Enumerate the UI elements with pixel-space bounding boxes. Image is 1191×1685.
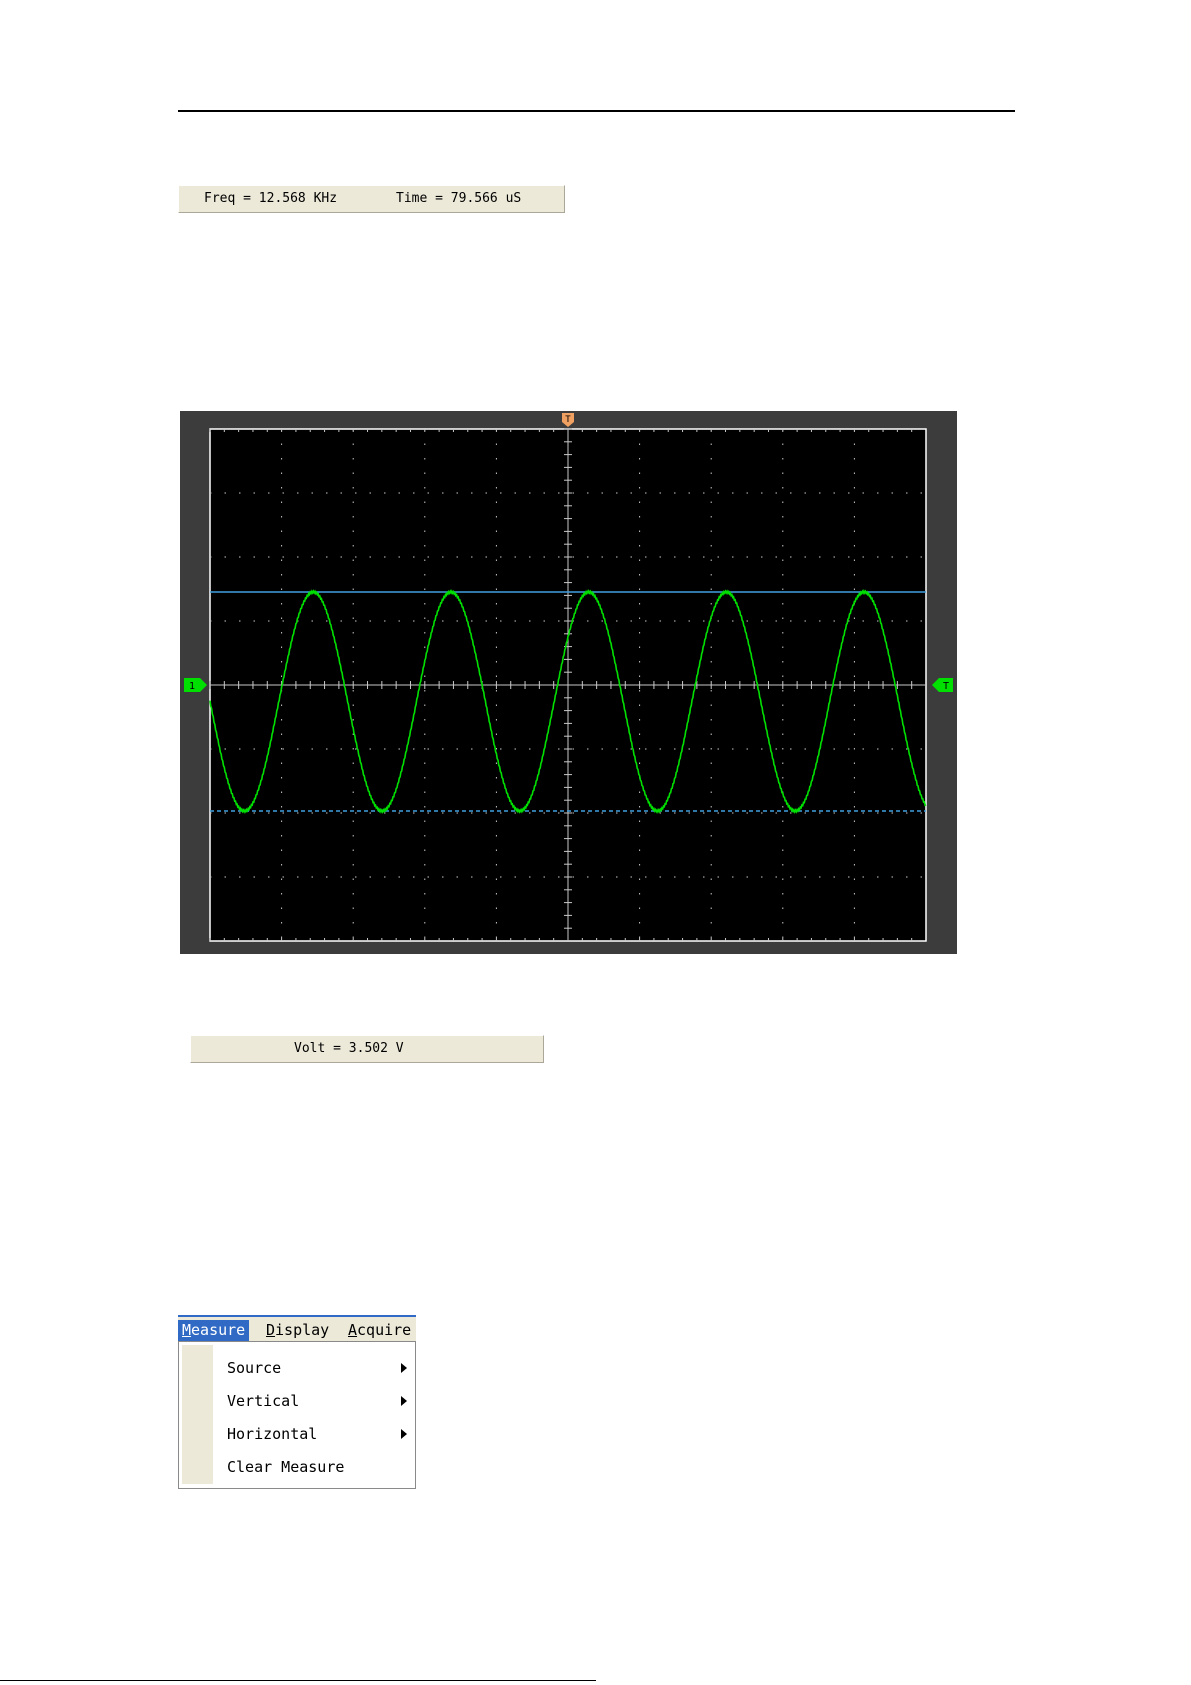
- submenu-arrow-icon: [401, 1363, 407, 1373]
- submenu-arrow-icon: [401, 1429, 407, 1439]
- menu-item-source[interactable]: Source: [227, 1357, 407, 1379]
- volt-readout: Volt = 3.502 V: [294, 1041, 404, 1056]
- menu-item-label: Source: [227, 1359, 281, 1377]
- status-bar-freq-time: Freq = 12.568 KHz Time = 79.566 uS: [178, 185, 565, 213]
- menu-icon-gutter: [182, 1345, 213, 1484]
- channel-1-marker-icon: [184, 678, 207, 692]
- menu-item-horizontal[interactable]: Horizontal: [227, 1423, 407, 1445]
- freq-readout: Freq = 12.568 KHz: [204, 191, 337, 206]
- menu-item-label: Clear Measure: [227, 1458, 344, 1476]
- scope-graticule: T 1 T: [180, 411, 957, 954]
- header-rule: [178, 110, 1015, 112]
- menu-item-label: Horizontal: [227, 1425, 317, 1443]
- menu-tab-display[interactable]: Display: [262, 1320, 333, 1341]
- status-bar-volt: Volt = 3.502 V: [190, 1035, 544, 1063]
- menu-bar: Measure Display Acquire: [178, 1315, 416, 1341]
- measure-dropdown: Source Vertical Horizontal Clear Measure: [178, 1341, 416, 1489]
- submenu-arrow-icon: [401, 1396, 407, 1406]
- menu-item-clear-measure[interactable]: Clear Measure: [227, 1456, 407, 1478]
- menu-tab-measure[interactable]: Measure: [178, 1320, 249, 1341]
- channel-1-marker-label: 1: [189, 681, 195, 692]
- menu-item-label: Vertical: [227, 1392, 299, 1410]
- menu-tab-acquire[interactable]: Acquire: [344, 1320, 415, 1341]
- trigger-level-marker-label: T: [943, 681, 949, 692]
- trigger-position-label: T: [565, 415, 571, 425]
- oscilloscope-display: T 1 T: [180, 411, 957, 954]
- menu-item-vertical[interactable]: Vertical: [227, 1390, 407, 1412]
- footer-rule: [0, 1680, 596, 1681]
- time-readout: Time = 79.566 uS: [396, 191, 521, 206]
